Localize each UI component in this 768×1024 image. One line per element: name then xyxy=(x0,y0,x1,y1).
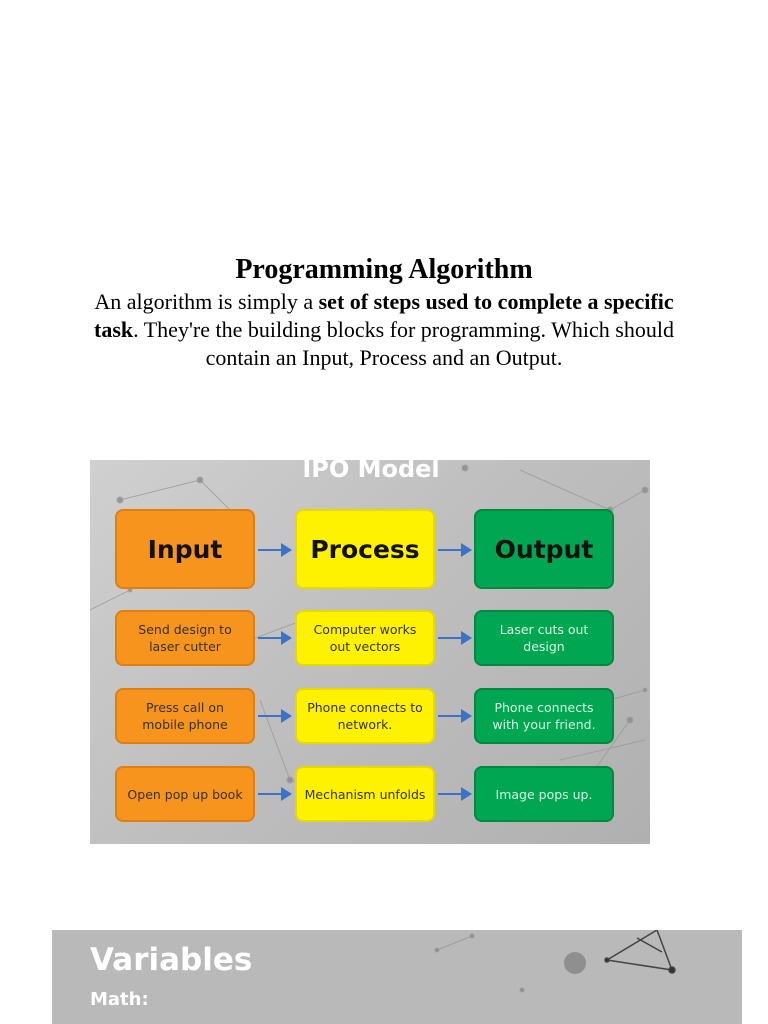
arrow-icon xyxy=(438,709,472,723)
process-step-box: Computer works out vectors xyxy=(295,610,435,666)
input-step-text: Open pop up book xyxy=(127,786,243,802)
process-header-label: Process xyxy=(310,534,420,564)
arrow-icon xyxy=(438,543,472,557)
variables-title: Variables xyxy=(90,942,253,978)
description-bold-text: set of steps used to complete a specific… xyxy=(94,289,674,342)
algorithm-description: An algorithm is simply a set of steps us… xyxy=(84,288,684,372)
input-step-box: Open pop up book xyxy=(115,766,255,822)
variables-subtitle: Math: xyxy=(90,989,149,1010)
process-step-box: Phone connects to network. xyxy=(295,688,435,744)
page-title: Programming Algorithm xyxy=(235,254,533,285)
arrow-icon xyxy=(438,787,472,801)
arrow-icon xyxy=(258,543,292,557)
process-header-box: Process xyxy=(295,509,435,589)
input-step-text: Press call on mobile phone xyxy=(142,700,228,732)
arrow-icon xyxy=(258,631,292,645)
process-step-text: Mechanism unfolds xyxy=(304,786,426,802)
output-step-box: Laser cuts out design xyxy=(474,610,614,666)
output-step-text: Image pops up. xyxy=(495,786,593,802)
pointer-cursor-icon xyxy=(564,952,586,974)
arrow-icon xyxy=(258,787,292,801)
description-text-start: An algorithm is simply a xyxy=(94,289,319,314)
input-step-box: Press call on mobile phone xyxy=(115,688,255,744)
output-header-label: Output xyxy=(494,534,594,564)
description-text-end: . They're the building blocks for progra… xyxy=(133,317,674,370)
network-background-graphic xyxy=(434,930,676,993)
input-header-label: Input xyxy=(147,534,223,564)
arrow-icon xyxy=(258,709,292,723)
input-step-text: Send design to laser cutter xyxy=(138,622,232,654)
process-step-text: Computer works out vectors xyxy=(313,622,417,654)
input-step-box: Send design to laser cutter xyxy=(115,610,255,666)
output-step-text: Phone connects with your friend. xyxy=(492,700,596,732)
process-step-text: Phone connects to network. xyxy=(307,700,423,732)
input-header-box: Input xyxy=(115,509,255,589)
slide-title: IPO Model xyxy=(302,460,440,483)
output-header-box: Output xyxy=(474,509,614,589)
output-step-text: Laser cuts out design xyxy=(499,622,589,654)
ipo-model-slide: IPO Model Input Process Output Send desi… xyxy=(90,460,650,844)
process-step-box: Mechanism unfolds xyxy=(295,766,435,822)
variables-slide: Variables Math: xyxy=(52,930,742,1024)
arrow-icon xyxy=(438,631,472,645)
output-step-box: Phone connects with your friend. xyxy=(474,688,614,744)
output-step-box: Image pops up. xyxy=(474,766,614,822)
